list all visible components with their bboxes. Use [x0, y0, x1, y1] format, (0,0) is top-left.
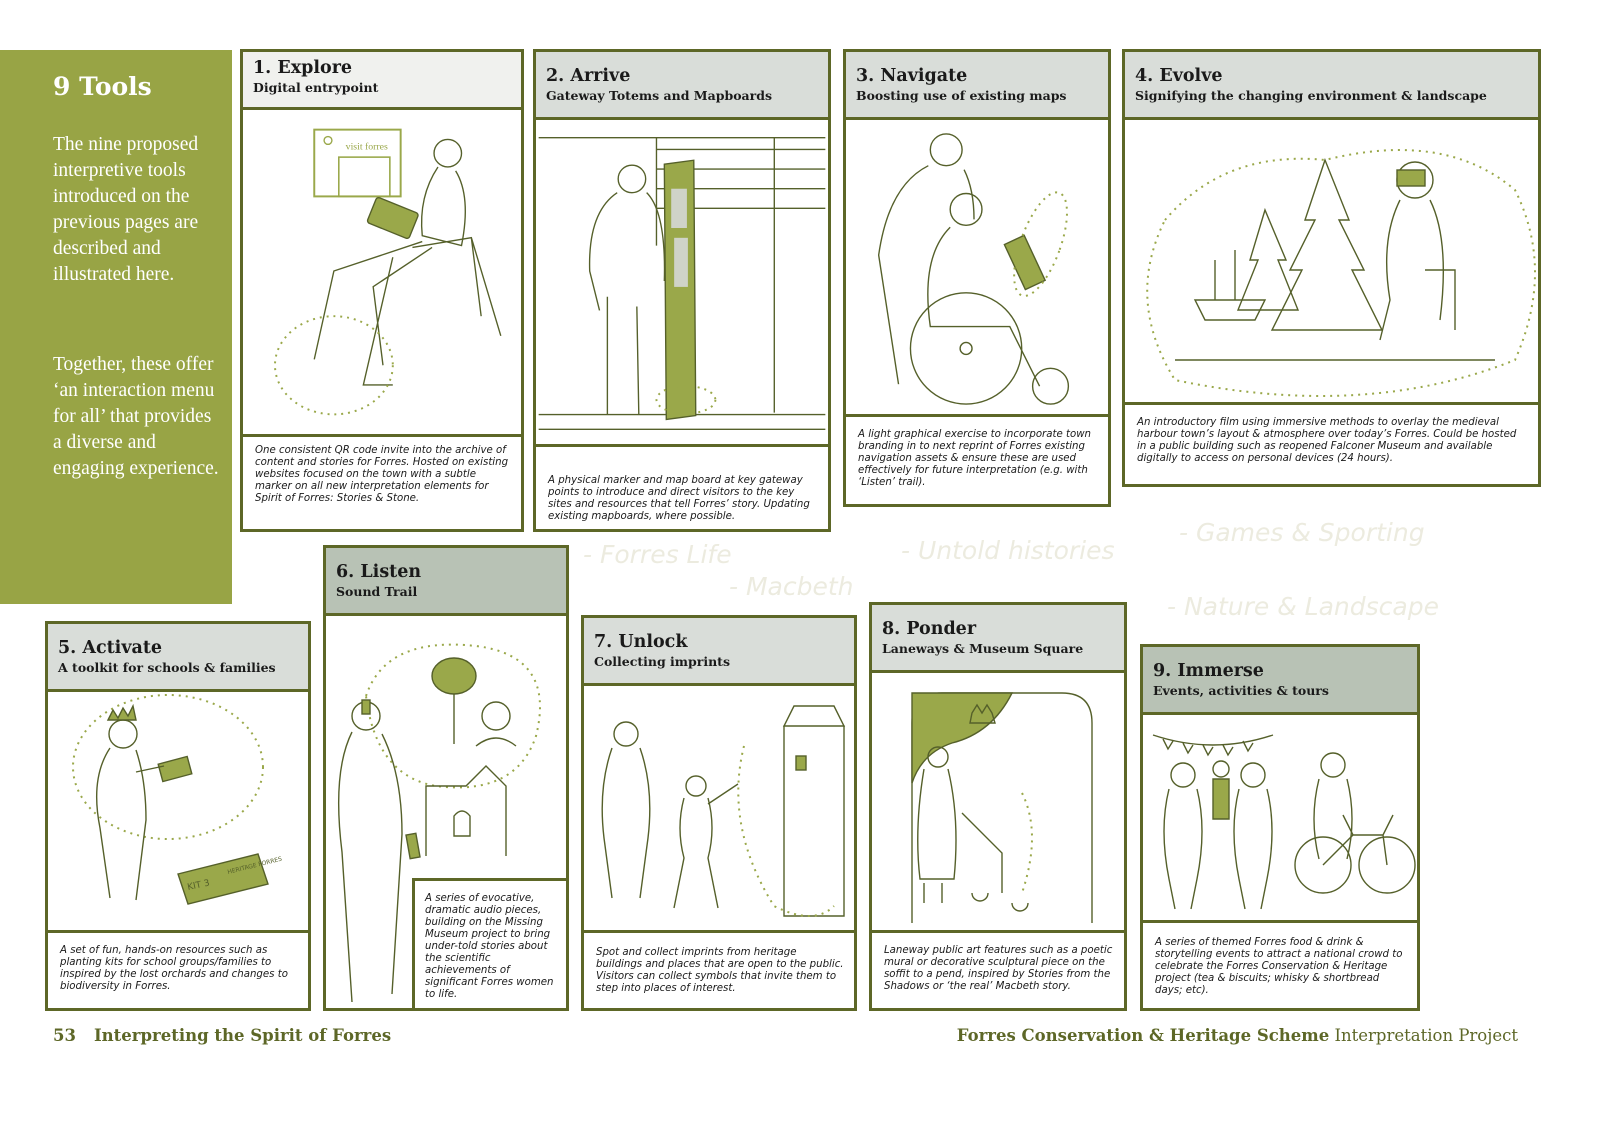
card-caption: A series of themed Forres food & drink &… — [1143, 920, 1417, 1008]
card-subtitle: Laneways & Museum Square — [882, 641, 1084, 656]
card-title: 7. Unlock — [594, 632, 688, 652]
theme-games-sporting: - Games & Sporting — [1179, 518, 1425, 547]
tool-card-arrive: 2. Arrive Gateway Totems and Mapboards A… — [533, 49, 831, 532]
project-name: Interpretation Project — [1334, 1026, 1519, 1045]
card-title: 8. Ponder — [882, 619, 977, 639]
tool-card-immerse: 9. Immerse Events, activities & tours A … — [1140, 644, 1420, 1011]
tool-card-unlock: 7. Unlock Collecting imprints Spot and c… — [581, 615, 857, 1011]
illustration-child-with-kit: KIT 3 HERITAGE FORRES — [48, 692, 308, 930]
tool-card-evolve: 4. Evolve Signifying the changing enviro… — [1122, 49, 1541, 487]
card-caption: Spot and collect imprints from heritage … — [584, 930, 854, 1008]
intro-paragraph-2: Together, these offer ‘an interaction me… — [53, 354, 219, 479]
card-header: 1. Explore Digital entrypoint — [243, 52, 521, 110]
card-title: 6. Listen — [336, 562, 422, 582]
illustration-vr-landscape — [1125, 120, 1538, 402]
card-caption: A light graphical exercise to incorporat… — [846, 414, 1108, 504]
intro-panel: 9 Tools The nine proposed interpretive t… — [0, 50, 232, 604]
theme-untold-histories: - Untold histories — [901, 536, 1115, 565]
card-title: 1. Explore — [253, 58, 353, 78]
page-number: 53 — [53, 1026, 76, 1045]
card-subtitle: Boosting use of existing maps — [856, 88, 1067, 103]
card-title: 2. Arrive — [546, 66, 631, 86]
card-title: 9. Immerse — [1153, 661, 1264, 681]
theme-macbeth: - Macbeth — [729, 572, 854, 601]
card-header: 6. Listen Sound Trail — [326, 548, 566, 616]
card-subtitle: A toolkit for schools & families — [58, 660, 276, 675]
illustration-event-crowd — [1143, 715, 1417, 920]
kit-box-label: KIT 3 — [187, 878, 211, 892]
card-caption: Laneway public art features such as a po… — [872, 930, 1124, 1008]
illustration-wheelchair-map — [846, 120, 1108, 414]
tool-card-listen: 6. Listen Sound Trail A series of evocat… — [323, 545, 569, 1011]
card-caption: An introductory film using immersive met… — [1125, 402, 1538, 484]
card-header: 3. Navigate Boosting use of existing map… — [846, 52, 1108, 120]
card-header: 8. Ponder Laneways & Museum Square — [872, 605, 1124, 673]
card-subtitle: Signifying the changing environment & la… — [1135, 88, 1487, 103]
illustration-person-with-headphones — [326, 616, 566, 1008]
card-subtitle: Sound Trail — [336, 584, 418, 599]
website-sign-text: visit forres — [346, 141, 388, 152]
theme-forres-life: - Forres Life — [583, 540, 732, 569]
intro-paragraph-1: The nine proposed interpretive tools int… — [53, 134, 199, 285]
card-header: 9. Immerse Events, activities & tours — [1143, 647, 1417, 715]
card-title: 4. Evolve — [1135, 66, 1223, 86]
card-caption: A set of fun, hands-on resources such as… — [48, 930, 308, 1008]
theme-nature-landscape: - Nature & Landscape — [1167, 592, 1439, 621]
illustration-laneway-mural — [872, 673, 1124, 930]
card-header: 4. Evolve Signifying the changing enviro… — [1125, 52, 1538, 120]
footer-right: Forres Conservation & Heritage Scheme In… — [957, 1026, 1518, 1045]
footer-left: 53 Interpreting the Spirit of Forres — [53, 1026, 391, 1045]
tool-card-ponder: 8. Ponder Laneways & Museum Square Lanew… — [869, 602, 1127, 1011]
card-subtitle: Gateway Totems and Mapboards — [546, 88, 773, 103]
document-section-title: Interpreting the Spirit of Forres — [93, 1026, 392, 1045]
card-subtitle: Digital entrypoint — [253, 80, 379, 95]
card-subtitle: Events, activities & tours — [1153, 683, 1329, 698]
card-caption: One consistent QR code invite into the a… — [243, 434, 521, 529]
card-title: 5. Activate — [58, 638, 163, 658]
illustration-gateway-totem — [536, 120, 828, 444]
illustration-person-with-tablet: visit forres — [243, 110, 521, 434]
intro-title: 9 Tools — [53, 72, 152, 101]
tool-card-explore: 1. Explore Digital entrypoint visit forr… — [240, 49, 524, 532]
card-caption: A physical marker and map board at key g… — [536, 444, 828, 529]
scheme-name: Forres Conservation & Heritage Scheme — [956, 1026, 1330, 1045]
card-header: 5. Activate A toolkit for schools & fami… — [48, 624, 308, 692]
illustration-family-collecting-imprints — [584, 686, 854, 930]
card-header: 7. Unlock Collecting imprints — [584, 618, 854, 686]
card-caption: A series of evocative, dramatic audio pi… — [412, 878, 566, 1008]
card-subtitle: Collecting imprints — [594, 654, 730, 669]
card-header: 2. Arrive Gateway Totems and Mapboards — [536, 52, 828, 120]
card-title: 3. Navigate — [856, 66, 968, 86]
tool-card-activate: 5. Activate A toolkit for schools & fami… — [45, 621, 311, 1011]
tool-card-navigate: 3. Navigate Boosting use of existing map… — [843, 49, 1111, 507]
